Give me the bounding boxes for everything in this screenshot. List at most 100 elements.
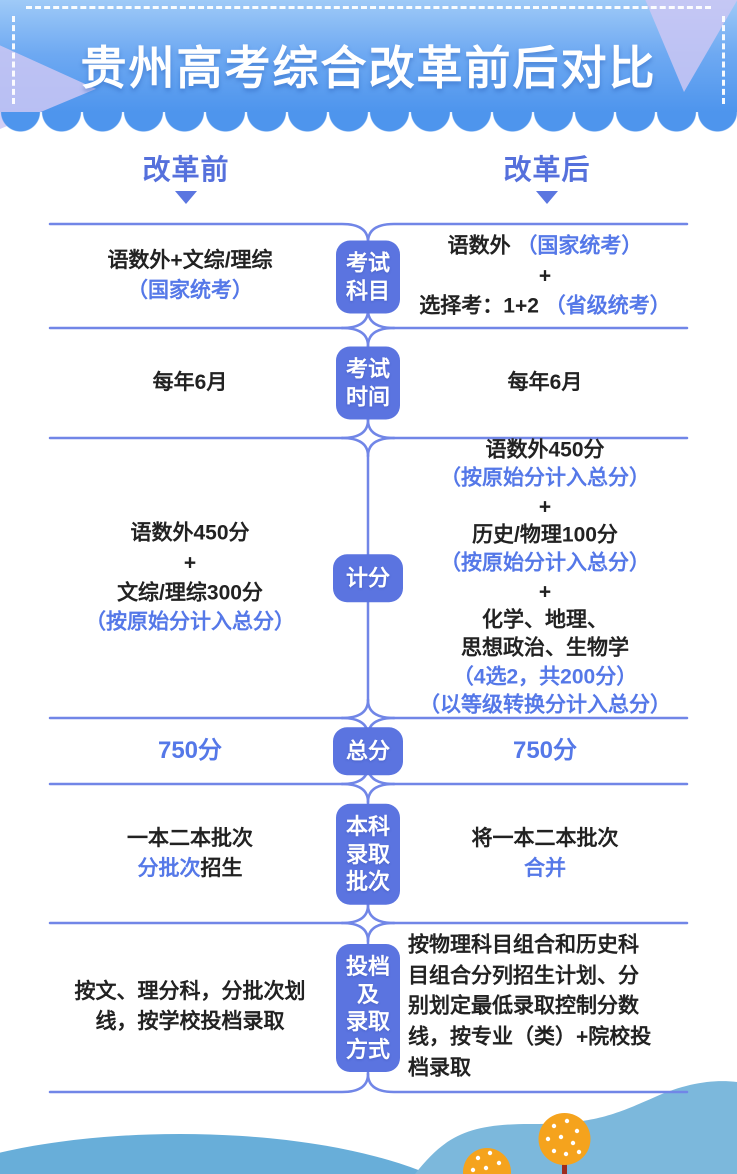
page-title: 贵州高考综合改革前后对比: [80, 42, 657, 94]
text-segment: 线，按专业（类）+院校投: [408, 1025, 652, 1049]
text-segment: 目组合分列招生计划、分: [408, 964, 639, 988]
after-total-score: 750分: [398, 734, 692, 768]
text-segment: （4选2，共200分）: [452, 665, 638, 689]
down-arrow-icon: [175, 191, 197, 204]
dashed-border-top: [26, 6, 711, 9]
text-line: （按原始分计入总分）: [40, 608, 340, 638]
text-segment: （国家统考）: [516, 234, 643, 258]
text-line: 思想政治、生物学: [398, 635, 692, 663]
text-segment: +: [538, 494, 552, 518]
category-pill-admission-batches: 本科录取批次: [336, 803, 400, 905]
text-line: 750分: [398, 734, 692, 768]
dashed-border-right: [722, 16, 725, 104]
category-pill-total-score: 总分: [333, 727, 403, 775]
text-segment: （省级统考）: [544, 293, 671, 317]
dashed-border-left: [12, 16, 15, 104]
text-segment: 语数外: [447, 234, 517, 258]
text-line: 文综/理综300分: [40, 578, 340, 608]
text-segment: （以等级转换分计入总分）: [419, 693, 671, 717]
down-arrow-icon: [536, 191, 558, 204]
after-admission-batches: 将一本二本批次合并: [398, 824, 692, 884]
category-pill-admission-method: 投档及录取方式: [336, 944, 400, 1072]
text-line: 750分: [40, 734, 340, 768]
scalloped-edge: [0, 112, 737, 133]
before-admission-method: 按文、理分科，分批次划线，按学校投档录取: [40, 977, 340, 1037]
text-line: 档录取: [408, 1053, 700, 1084]
category-pill-scoring: 计分: [333, 554, 403, 602]
before-total-score: 750分: [40, 734, 340, 768]
text-line: 语数外450分: [398, 436, 692, 464]
text-segment: 每年6月: [507, 371, 583, 395]
before-exam-time: 每年6月: [40, 368, 340, 398]
text-line: +: [40, 548, 340, 578]
text-segment: 历史/物理100分: [472, 523, 618, 547]
after-exam-time: 每年6月: [398, 368, 692, 398]
text-line: 目组合分列招生计划、分: [408, 961, 700, 992]
text-segment: 线，按学校投档录取: [95, 1010, 285, 1033]
after-exam-subjects: 语数外 （国家统考） +选择考：1+2 （省级统考）: [398, 231, 692, 320]
text-segment: （国家统考）: [127, 279, 253, 302]
after-scoring: 语数外450分 （按原始分计入总分） + 历史/物理100分 （按原始分计入总分） + 化学…: [398, 436, 692, 719]
text-segment: 750分: [157, 736, 223, 764]
text-segment: 选择考：1+2: [419, 293, 545, 317]
text-segment: （按原始分计入总分）: [440, 551, 650, 575]
text-line: +: [398, 578, 692, 606]
text-segment: 一本二本批次: [127, 827, 253, 851]
text-segment: 思想政治、生物学: [461, 636, 629, 660]
text-segment: 按物理科目组合和历史科: [408, 933, 639, 957]
text-line: 本科: [345, 813, 390, 839]
text-segment: 语数外450分: [485, 438, 605, 462]
text-line: 线，按专业（类）+院校投: [408, 1022, 700, 1053]
text-segment: 将一本二本批次: [471, 827, 619, 851]
header-banner: 贵州高考综合改革前后对比: [0, 0, 737, 134]
text-line: 每年6月: [398, 368, 692, 398]
text-segment: （按原始分计入总分）: [85, 610, 295, 634]
text-line: 总分: [345, 738, 390, 764]
text-line: 考试: [345, 250, 390, 276]
text-segment: （按原始分计入总分）: [440, 466, 650, 490]
before-exam-subjects: 语数外+文综/理综 （国家统考）: [40, 246, 340, 306]
text-line: 每年6月: [40, 368, 340, 398]
text-line: 投档: [345, 954, 390, 979]
text-segment: 化学、地理、: [482, 608, 608, 632]
text-line: 方式: [345, 1036, 390, 1062]
column-header-after: 改革后: [503, 154, 591, 185]
text-line: 一本二本批次: [40, 824, 340, 854]
tree-icon: [538, 1113, 591, 1174]
before-scoring: 语数外450分 + 文综/理综300分（按原始分计入总分）: [40, 518, 340, 637]
text-segment: 档录取: [408, 1055, 471, 1079]
text-segment: 分批次: [137, 857, 201, 880]
text-line: 将一本二本批次: [398, 824, 692, 854]
text-line: 计分: [345, 565, 390, 591]
text-line: 选择考：1+2 （省级统考）: [398, 291, 692, 321]
text-segment: +: [538, 580, 552, 603]
tree-icon: [463, 1148, 511, 1174]
category-pill-exam-subjects: 考试科目: [336, 240, 400, 314]
text-segment: 750分: [512, 736, 578, 764]
text-line: （国家统考）: [40, 276, 340, 306]
text-line: 考试: [345, 356, 390, 382]
text-line: 时间: [345, 384, 390, 409]
text-line: +: [398, 493, 692, 521]
text-line: 分批次招生: [40, 854, 340, 884]
text-line: （4选2，共200分）: [398, 663, 692, 691]
text-line: （以等级转换分计入总分）: [398, 691, 692, 719]
text-line: +: [398, 261, 692, 291]
text-line: 按物理科目组合和历史科: [408, 930, 700, 961]
text-segment: 招生: [200, 857, 243, 880]
text-line: 语数外450分: [40, 518, 340, 548]
text-line: 科目: [345, 278, 390, 303]
text-line: 批次: [345, 868, 390, 894]
text-line: 录取: [345, 1009, 390, 1034]
column-header-before: 改革前: [142, 154, 230, 185]
category-pill-exam-time: 考试时间: [336, 346, 400, 420]
text-segment: +: [183, 551, 197, 575]
text-line: 按文、理分科，分批次划: [40, 977, 340, 1007]
text-segment: 别划定最低录取控制分数: [408, 994, 639, 1018]
text-line: （按原始分计入总分）: [398, 550, 692, 578]
text-line: （按原始分计入总分）: [398, 465, 692, 493]
text-line: 语数外+文综/理综: [40, 246, 340, 276]
text-line: 别划定最低录取控制分数: [408, 992, 700, 1023]
